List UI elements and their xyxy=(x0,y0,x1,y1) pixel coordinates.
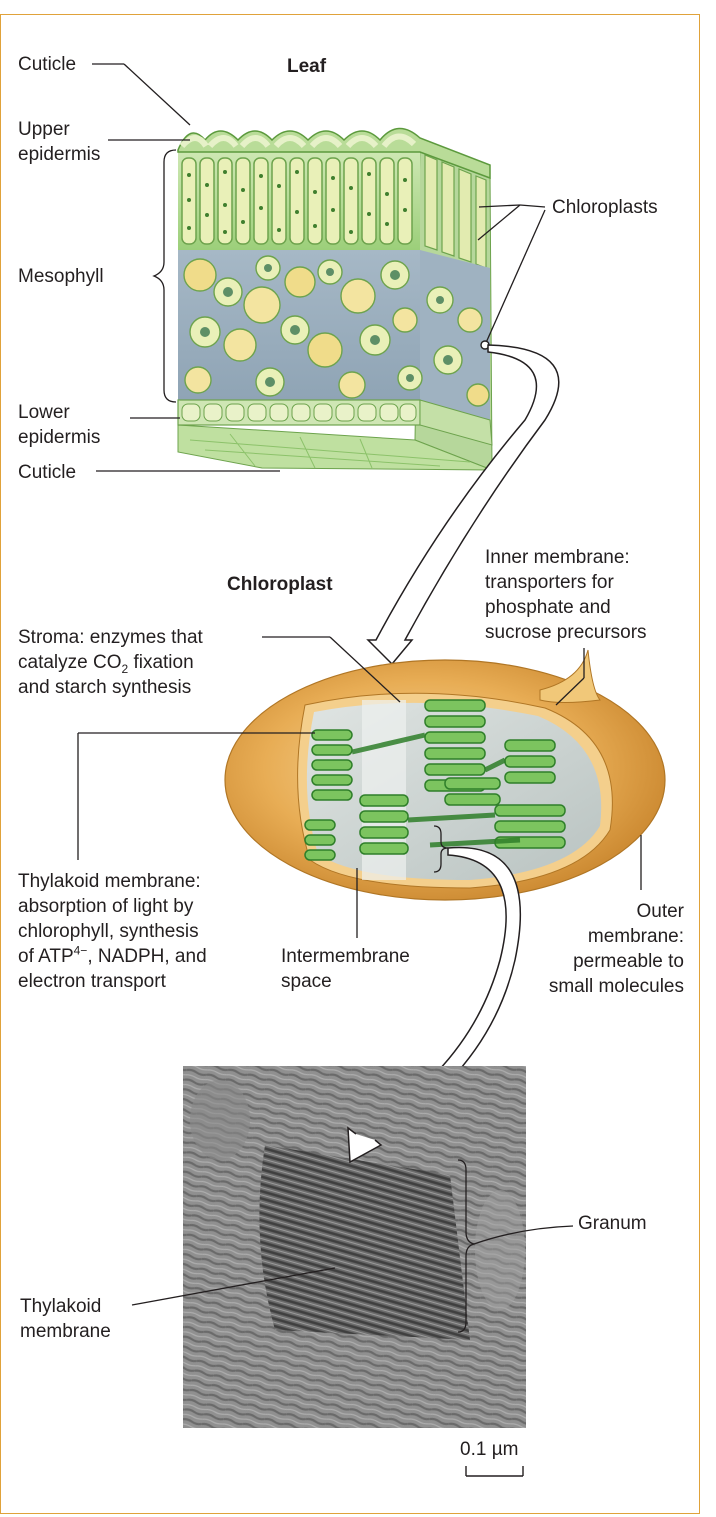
figure-border xyxy=(0,14,700,1514)
label-stroma-2: catalyze CO2 fixation xyxy=(18,652,194,676)
label-inner-membrane-4: sucrose precursors xyxy=(485,622,647,643)
label-thylakoid-membrane-4: of ATP4−, NADPH, and xyxy=(18,943,207,967)
label-mesophyll: Mesophyll xyxy=(18,266,104,287)
label-upper-epidermis-1: Upper xyxy=(18,119,70,140)
label-thylakoid-membrane-5: electron transport xyxy=(18,971,166,992)
label-intermembrane-2: space xyxy=(281,971,332,992)
label-lower-epidermis-1: Lower xyxy=(18,402,70,423)
zoom-arrow-leaf-to-chloroplast xyxy=(366,344,560,666)
label-chloroplasts: Chloroplasts xyxy=(552,197,658,218)
chloroplast-drawing xyxy=(224,649,666,901)
label-thylakoid-2: membrane xyxy=(20,1321,111,1342)
label-cuticle-top: Cuticle xyxy=(18,54,77,75)
chloroplast-title: Chloroplast xyxy=(227,574,333,595)
label-stroma-3: and starch synthesis xyxy=(18,677,192,698)
label-granum: Granum xyxy=(578,1213,647,1234)
leaf-title: Leaf xyxy=(287,56,327,77)
label-outer-membrane-1: Outer xyxy=(636,901,684,922)
label-thylakoid-membrane-2: absorption of light by xyxy=(18,896,194,917)
label-thylakoid-membrane-1: Thylakoid membrane: xyxy=(18,871,201,892)
electron-micrograph xyxy=(183,1066,526,1428)
micrograph-leader-lines xyxy=(131,1159,574,1333)
label-lower-epidermis-2: epidermis xyxy=(18,427,101,448)
micrograph-arrowhead-overlay xyxy=(347,1126,383,1164)
label-stroma-1: Stroma: enzymes that xyxy=(18,627,203,648)
label-outer-membrane-4: small molecules xyxy=(548,976,684,997)
scale-bar xyxy=(465,1466,524,1477)
label-outer-membrane-2: membrane: xyxy=(587,926,684,947)
label-cuticle-bottom: Cuticle xyxy=(18,462,77,483)
label-intermembrane-1: Intermembrane xyxy=(281,946,410,967)
label-scale: 0.1 µm xyxy=(460,1439,519,1460)
label-upper-epidermis-2: epidermis xyxy=(18,144,101,165)
label-thylakoid-membrane-3: chlorophyll, synthesis xyxy=(18,921,199,942)
label-thylakoid-1: Thylakoid xyxy=(20,1296,102,1317)
label-inner-membrane-1: Inner membrane: xyxy=(485,547,630,568)
label-outer-membrane-3: permeable to xyxy=(573,951,684,972)
leaf-leader-lines xyxy=(92,63,546,472)
leaf-block-drawing xyxy=(177,127,493,471)
label-inner-membrane-3: phosphate and xyxy=(485,597,611,618)
label-inner-membrane-2: transporters for xyxy=(485,572,614,593)
